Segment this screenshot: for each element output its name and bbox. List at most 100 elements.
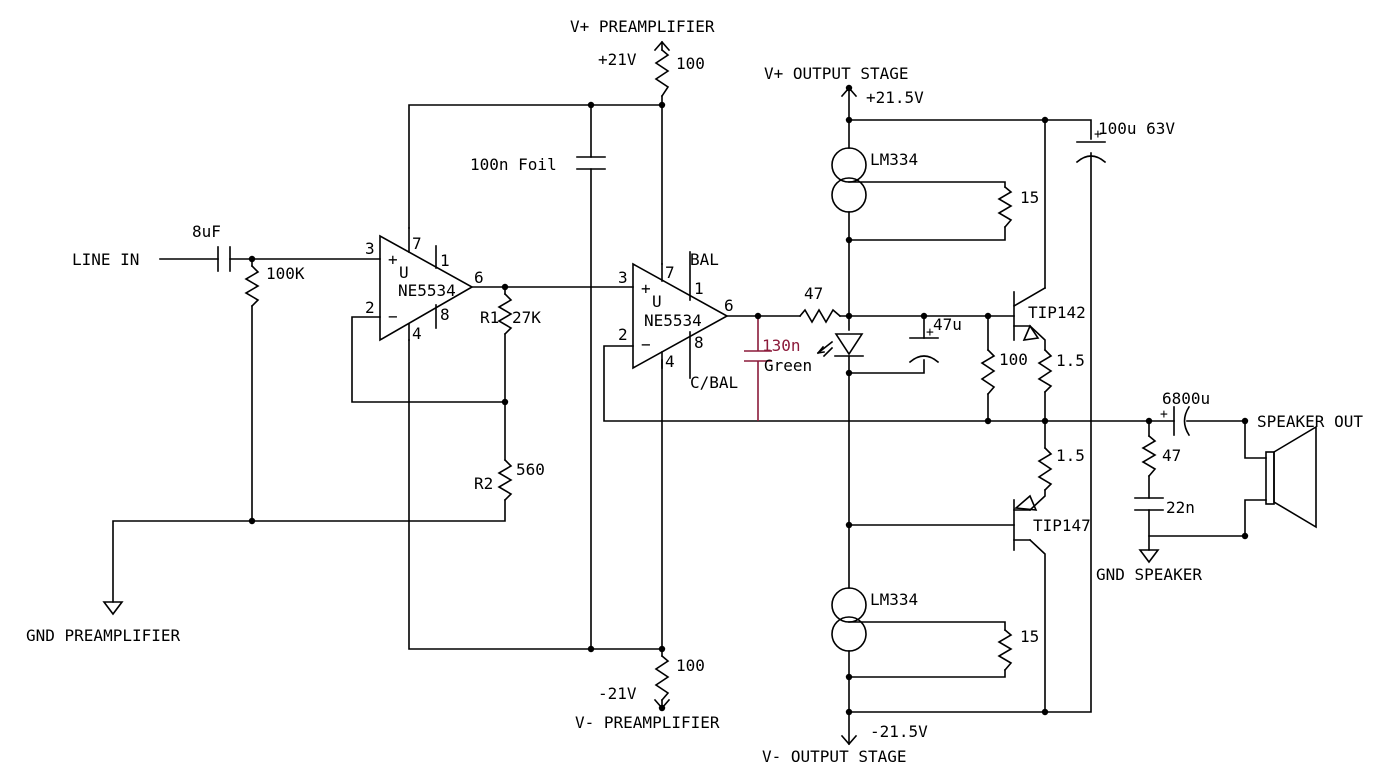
gnd-speaker-label: GND SPEAKER bbox=[1096, 565, 1202, 584]
transistor-tip147 bbox=[1013, 494, 1038, 551]
gnd-pre-label: GND PREAMPLIFIER bbox=[26, 626, 180, 645]
svg-text:130n: 130n bbox=[762, 336, 801, 355]
out-pos-rail-label: V+ OUTPUT STAGE bbox=[764, 64, 909, 83]
svg-text:22n: 22n bbox=[1166, 498, 1195, 517]
svg-text:47u: 47u bbox=[933, 315, 962, 334]
transistor-tip142 bbox=[1012, 286, 1047, 341]
svg-text:560: 560 bbox=[516, 460, 545, 479]
resistor-15-bottom bbox=[997, 628, 1013, 672]
svg-text:R1: R1 bbox=[480, 308, 499, 327]
svg-text:7: 7 bbox=[412, 234, 422, 253]
svg-text:100: 100 bbox=[676, 656, 705, 675]
speaker-out-label: SPEAKER OUT bbox=[1257, 412, 1363, 431]
capacitor-6800u: + bbox=[1149, 405, 1191, 437]
svg-text:15: 15 bbox=[1020, 627, 1039, 646]
arrow-down-icon bbox=[653, 698, 671, 710]
resistor-pre-pos-100 bbox=[654, 48, 670, 98]
svg-text:+: + bbox=[388, 250, 398, 269]
svg-text:+: + bbox=[641, 279, 651, 298]
svg-text:−: − bbox=[388, 307, 398, 326]
resistors bbox=[244, 48, 1157, 702]
current-source-bottom bbox=[831, 587, 867, 652]
capacitor-8uf bbox=[217, 246, 231, 272]
svg-text:100u 63V: 100u 63V bbox=[1098, 119, 1175, 138]
svg-text:NE5534: NE5534 bbox=[398, 281, 456, 300]
svg-text:1.5: 1.5 bbox=[1056, 446, 1085, 465]
line-in-label: LINE IN bbox=[72, 250, 139, 269]
svg-text:C/BAL: C/BAL bbox=[690, 373, 738, 392]
svg-text:3: 3 bbox=[365, 239, 375, 258]
resistor-47-series bbox=[798, 308, 842, 324]
resistor-1-5-top bbox=[1037, 348, 1053, 394]
capacitor-130n bbox=[744, 350, 772, 362]
svg-text:R2: R2 bbox=[474, 474, 493, 493]
resistor-47-zobel bbox=[1141, 434, 1157, 478]
svg-text:2: 2 bbox=[618, 325, 628, 344]
svg-text:100: 100 bbox=[676, 54, 705, 73]
svg-text:2: 2 bbox=[365, 298, 375, 317]
resistor-15-top bbox=[997, 185, 1013, 229]
capacitor-100u-63v: + bbox=[1075, 127, 1107, 164]
svg-text:LM334: LM334 bbox=[870, 590, 918, 609]
svg-text:8: 8 bbox=[694, 333, 704, 352]
resistor-100k bbox=[244, 264, 260, 308]
labels: V+ PREAMPLIFIER +21V 100 100n Foil V+ OU… bbox=[26, 17, 1363, 766]
current-source-top bbox=[831, 147, 867, 213]
resistor-r2 bbox=[497, 458, 513, 502]
pre-neg-rail-label: V- PREAMPLIFIER bbox=[575, 713, 720, 732]
svg-text:TIP147: TIP147 bbox=[1033, 516, 1091, 535]
svg-text:6: 6 bbox=[724, 296, 734, 315]
svg-text:+: + bbox=[1094, 127, 1102, 142]
arrow-down-icon bbox=[840, 734, 858, 746]
opamp-2: + − U NE5534 3 2 7 4 1 8 6 BAL C/BAL bbox=[618, 250, 738, 392]
capacitor-47u: + bbox=[908, 325, 940, 364]
svg-text:47: 47 bbox=[1162, 446, 1181, 465]
svg-text:TIP142: TIP142 bbox=[1028, 303, 1086, 322]
svg-text:1: 1 bbox=[440, 251, 450, 270]
resistor-100-bias bbox=[980, 348, 996, 396]
svg-text:NE5534: NE5534 bbox=[644, 311, 702, 330]
svg-text:1.5: 1.5 bbox=[1056, 351, 1085, 370]
svg-text:Green: Green bbox=[764, 356, 812, 375]
opamp-1: + − U NE5534 3 2 7 4 1 8 6 bbox=[365, 227, 484, 343]
svg-text:27K: 27K bbox=[512, 308, 541, 327]
svg-text:+: + bbox=[926, 325, 934, 340]
svg-text:7: 7 bbox=[665, 263, 675, 282]
svg-text:BAL: BAL bbox=[690, 250, 719, 269]
speaker-icon bbox=[1265, 425, 1317, 529]
svg-text:15: 15 bbox=[1020, 188, 1039, 207]
capacitor-22n bbox=[1134, 497, 1164, 511]
svg-text:+: + bbox=[1160, 407, 1168, 422]
pre-neg-volt-label: -21V bbox=[598, 684, 637, 703]
svg-text:3: 3 bbox=[618, 268, 628, 287]
svg-text:4: 4 bbox=[412, 324, 422, 343]
wires bbox=[112, 41, 1267, 745]
svg-text:U: U bbox=[652, 292, 662, 311]
out-neg-rail-label: V- OUTPUT STAGE bbox=[762, 747, 907, 766]
rail-symbols bbox=[102, 40, 1160, 746]
resistor-r1 bbox=[497, 292, 513, 336]
ground-icon bbox=[102, 601, 124, 616]
capacitors: + + + bbox=[217, 127, 1191, 511]
svg-text:4: 4 bbox=[665, 352, 675, 371]
svg-text:47: 47 bbox=[804, 284, 823, 303]
svg-text:−: − bbox=[641, 335, 651, 354]
junction-dots bbox=[248, 84, 1249, 716]
svg-text:6800u: 6800u bbox=[1162, 389, 1210, 408]
svg-text:100n Foil: 100n Foil bbox=[470, 155, 557, 174]
resistor-1-5-bottom bbox=[1037, 446, 1053, 492]
pre-pos-volt-label: +21V bbox=[598, 50, 637, 69]
green-led bbox=[816, 333, 864, 358]
arrow-up-icon bbox=[840, 86, 858, 98]
ground-icon bbox=[1138, 549, 1160, 564]
svg-text:U: U bbox=[399, 263, 409, 282]
svg-text:1: 1 bbox=[694, 279, 704, 298]
svg-text:LM334: LM334 bbox=[870, 150, 918, 169]
svg-text:100: 100 bbox=[999, 350, 1028, 369]
arrow-up-icon bbox=[653, 40, 671, 52]
out-neg-volt-label: -21.5V bbox=[870, 722, 928, 741]
svg-text:8uF: 8uF bbox=[192, 222, 221, 241]
svg-text:6: 6 bbox=[474, 268, 484, 287]
svg-text:8: 8 bbox=[440, 305, 450, 324]
